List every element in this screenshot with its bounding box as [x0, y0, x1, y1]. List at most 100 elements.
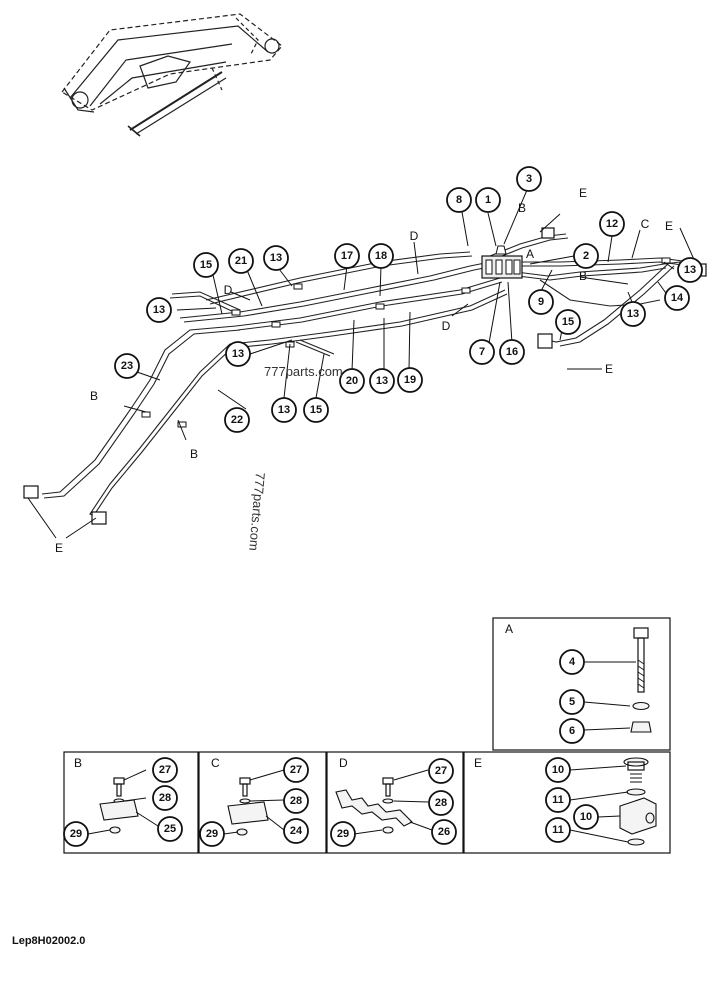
- callout-13: 13: [225, 341, 251, 367]
- svg-text:28: 28: [159, 792, 171, 804]
- letter-c: C: [641, 217, 650, 231]
- svg-text:C: C: [211, 756, 220, 770]
- svg-text:9: 9: [538, 296, 544, 308]
- svg-text:27: 27: [159, 764, 171, 776]
- callout-15: 15: [555, 309, 581, 335]
- leader-lines: [27, 189, 697, 539]
- svg-text:15: 15: [200, 259, 212, 271]
- callout-13: 13: [146, 297, 172, 323]
- detail-panel-e: E 10 11 10 11: [463, 751, 671, 854]
- watermark: 777parts.com: [264, 364, 343, 379]
- callout-13: 13: [0, 0, 6, 6]
- svg-text:13: 13: [684, 264, 696, 276]
- drawing-code: Lep8H02002.0: [12, 935, 85, 947]
- fitting-e-left2: [91, 511, 107, 525]
- svg-text:B: B: [74, 756, 82, 770]
- svg-text:4: 4: [569, 656, 576, 668]
- callout-7: 7: [469, 339, 495, 365]
- letter-e: E: [665, 219, 673, 233]
- svg-text:23: 23: [121, 360, 133, 372]
- svg-text:13: 13: [278, 404, 290, 416]
- svg-text:13: 13: [153, 304, 165, 316]
- svg-text:27: 27: [435, 765, 447, 777]
- callout-13: 13: [263, 245, 289, 271]
- svg-text:29: 29: [206, 828, 218, 840]
- svg-text:22: 22: [231, 414, 243, 426]
- valve-block: [481, 245, 523, 279]
- svg-text:29: 29: [70, 828, 82, 840]
- svg-text:11: 11: [552, 824, 564, 836]
- callout-18: 18: [368, 243, 394, 269]
- svg-text:21: 21: [235, 255, 247, 267]
- svg-text:25: 25: [164, 823, 176, 835]
- svg-text:5: 5: [569, 696, 575, 708]
- callout-16: 16: [499, 339, 525, 365]
- watermark: 777parts.com: [246, 472, 268, 552]
- svg-text:16: 16: [506, 346, 518, 358]
- callout-1: 1: [475, 187, 501, 213]
- letter-b: B: [90, 389, 98, 403]
- fitting-e-lower: [537, 333, 553, 349]
- callout-12: 12: [599, 211, 625, 237]
- svg-text:15: 15: [562, 316, 574, 328]
- callout-15: 15: [303, 397, 329, 423]
- svg-text:D: D: [339, 756, 348, 770]
- svg-text:28: 28: [290, 795, 302, 807]
- svg-text:E: E: [474, 756, 482, 770]
- detail-panel-b: B 27 28 25 29: [63, 751, 199, 854]
- fitting-e-left1: [23, 485, 39, 499]
- svg-text:26: 26: [438, 826, 450, 838]
- callout-23: 23: [114, 353, 140, 379]
- svg-text:20: 20: [346, 375, 358, 387]
- letter-d: D: [224, 283, 233, 297]
- letter-e: E: [579, 186, 587, 200]
- callout-13: 13: [271, 397, 297, 423]
- callout-17: 17: [334, 243, 360, 269]
- svg-text:3: 3: [526, 173, 532, 185]
- svg-text:27: 27: [290, 764, 302, 776]
- svg-text:12: 12: [606, 218, 618, 230]
- detail-panel-c: C 27 28 24 29: [198, 751, 327, 854]
- callout-19: 19: [397, 367, 423, 393]
- svg-text:28: 28: [435, 797, 447, 809]
- svg-text:29: 29: [337, 828, 349, 840]
- callout-13: 13: [620, 301, 646, 327]
- callout-13: 13: [677, 257, 703, 283]
- svg-text:18: 18: [375, 250, 387, 262]
- boom-illustration: [61, 13, 283, 137]
- svg-text:2: 2: [583, 250, 589, 262]
- detail-panel-d: D 27 28 26 29: [326, 751, 464, 854]
- hydraulic-lines: [23, 227, 707, 525]
- letter-e: E: [55, 541, 63, 555]
- callout-2: 2: [573, 243, 599, 269]
- letter-a: A: [526, 247, 534, 261]
- fitting-e-top: [541, 227, 555, 239]
- svg-text:17: 17: [341, 250, 353, 262]
- letter-d: D: [442, 319, 451, 333]
- svg-text:14: 14: [671, 292, 684, 304]
- callout-14: 14: [664, 285, 690, 311]
- svg-text:10: 10: [552, 764, 564, 776]
- svg-text:13: 13: [232, 348, 244, 360]
- detail-panel-a: A 4 5 6: [492, 617, 671, 751]
- callout-15: 15: [193, 252, 219, 278]
- svg-text:8: 8: [456, 194, 462, 206]
- callout-20: 20: [339, 368, 365, 394]
- svg-text:13: 13: [376, 375, 388, 387]
- svg-text:10: 10: [580, 811, 592, 823]
- svg-text:19: 19: [404, 374, 416, 386]
- letter-b: B: [579, 269, 587, 283]
- svg-text:1: 1: [485, 194, 491, 206]
- callout-8: 8: [446, 187, 472, 213]
- letter-d: D: [410, 229, 419, 243]
- callout-3: 3: [516, 166, 542, 192]
- svg-text:7: 7: [479, 346, 485, 358]
- callout-22: 22: [224, 407, 250, 433]
- svg-text:6: 6: [569, 725, 575, 737]
- callout-13: 13: [369, 368, 395, 394]
- svg-text:24: 24: [290, 825, 303, 837]
- callout-9: 9: [528, 289, 554, 315]
- letter-e: E: [605, 362, 613, 376]
- svg-text:13: 13: [627, 308, 639, 320]
